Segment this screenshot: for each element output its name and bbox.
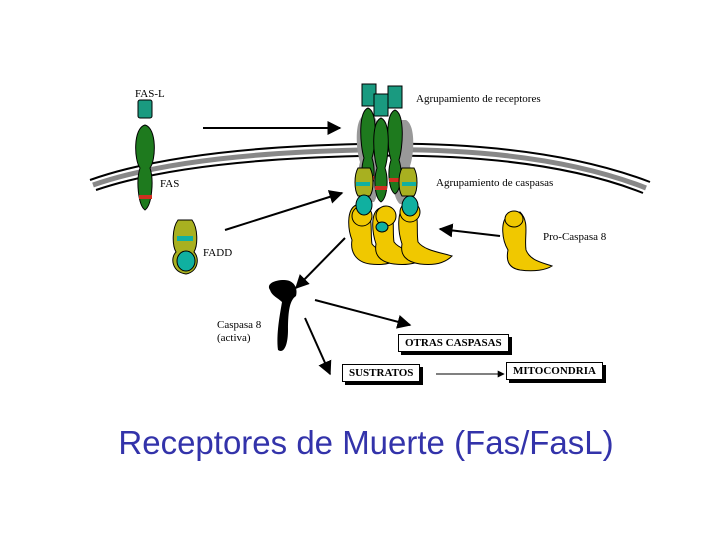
other-caspases-box: OTRAS CASPASAS [398, 334, 509, 352]
fadd-label: FADD [203, 247, 233, 259]
fadd-cluster [354, 167, 418, 197]
arrows [203, 121, 505, 378]
pro-caspase8-label: Pro-Caspasa 8 [543, 231, 607, 243]
caspase-clustering-label: Agrupamiento de caspasas [436, 177, 554, 189]
fas-label: FAS [160, 178, 180, 190]
fasl-label: FAS-L [135, 88, 165, 100]
receptor-clustering-label: Agrupamiento de receptores [416, 93, 541, 105]
page-title: Receptores de Muerte (Fas/FasL) [118, 424, 614, 461]
caspase8-state-label: (activa) [217, 332, 251, 344]
caspase-cluster [348, 194, 453, 265]
mitochondria-box: MITOCONDRIA [506, 362, 603, 380]
fadd-molecule [172, 219, 198, 275]
substrates-box: SUSTRATOS [342, 364, 421, 382]
active-caspase8-molecule [268, 280, 297, 351]
fas-receptor [135, 99, 155, 211]
caspase8-label: Caspasa 8 [217, 319, 262, 331]
pro-caspase8-molecule [502, 210, 554, 272]
